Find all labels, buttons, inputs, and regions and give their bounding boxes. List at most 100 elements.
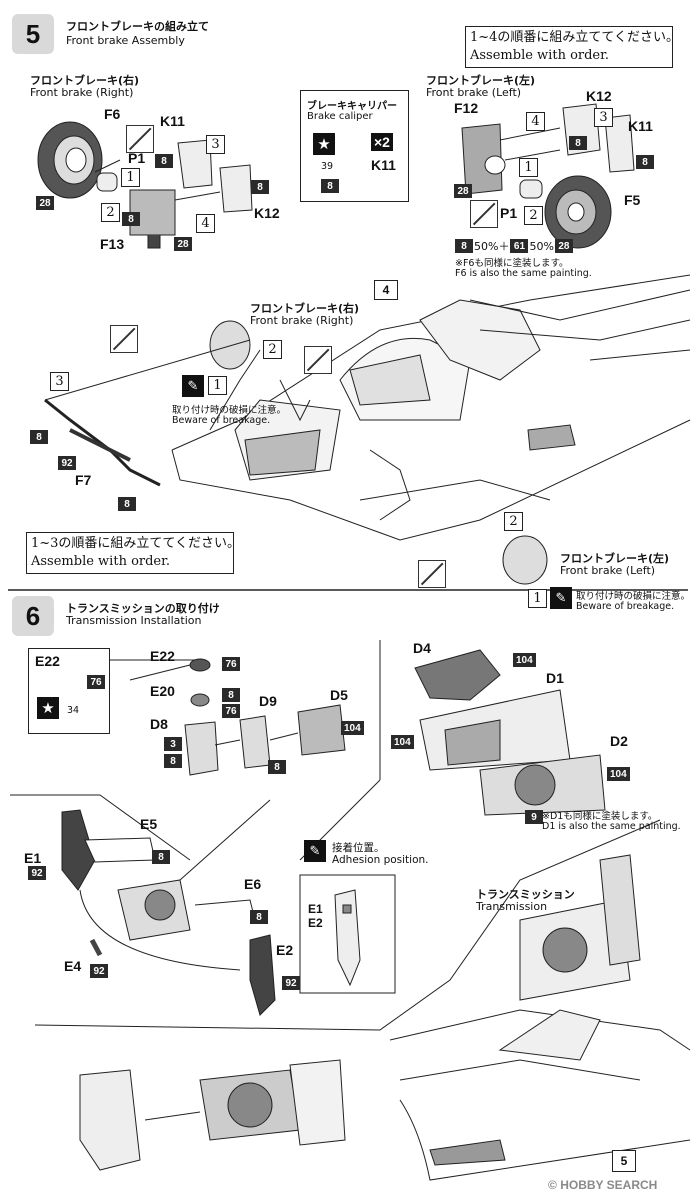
decal-34: 34 (67, 705, 80, 716)
part-d9: D9 (259, 693, 277, 709)
sequence-marker-2: 2 (524, 206, 543, 225)
paint-badge-92: 92 (28, 866, 46, 880)
part-k12-left: K12 (586, 88, 612, 104)
caliper-part: K11 (371, 157, 396, 173)
page-number-box: 5 (612, 1150, 636, 1172)
part-k12-right: K12 (254, 205, 280, 221)
part-e6: E6 (244, 876, 262, 892)
paint-mix-text: 50%＋ (474, 240, 510, 253)
part-e20: E20 (150, 683, 175, 699)
paint-badge-28: 28 (554, 239, 573, 253)
paint-badge-61: 61 (510, 239, 529, 253)
assembly-order-en: Assemble with order. (31, 554, 171, 569)
step-number-5: 5 (12, 14, 54, 54)
no-glue-icon (418, 560, 446, 588)
part-d2: D2 (610, 733, 628, 749)
sequence-marker-1: 1 (519, 158, 538, 177)
watermark-text: HOBBY SEARCH (560, 1178, 658, 1192)
assembly-order-jp: 1~3の順番に組み立ててください。 (31, 536, 241, 551)
sequence-marker-3: 3 (206, 135, 225, 154)
sequence-marker-1: 1 (121, 168, 140, 187)
paint-badge-104: 104 (513, 653, 536, 667)
paint-badge-92: 92 (58, 456, 76, 470)
paint-badge-8: 8 (251, 180, 269, 194)
step5-title-jp: フロントブレーキの組み立て (66, 20, 209, 33)
paint-mix-row: 8 50%＋ 61 50% 28 (455, 238, 573, 254)
part-p1-right: P1 (128, 150, 146, 166)
beware-note-left-en: Beware of breakage. (576, 601, 675, 612)
step5-title-en: Front brake Assembly (66, 34, 185, 47)
watermark-icon: © (548, 1178, 557, 1192)
no-glue-icon (470, 200, 498, 228)
sequence-marker-1: 1 (528, 589, 547, 608)
beware-note-en: Beware of breakage. (172, 415, 271, 426)
part-e22-detail: E22 (35, 653, 60, 669)
part-f7: F7 (75, 472, 92, 488)
transmission-label-en: Transmission (476, 900, 548, 913)
paint-badge-8: 8 (250, 910, 268, 924)
assembly-order-box: 1~3の順番に組み立ててください。 Assemble with order. (26, 532, 240, 574)
part-e22: E22 (150, 648, 175, 664)
d1-same-paint-jp: ※D1も同様に塗装します。 (542, 811, 658, 822)
sequence-marker-2: 2 (263, 340, 282, 359)
right-brake-label-en: Front brake (Right) (30, 86, 134, 99)
no-glue-icon (110, 325, 138, 353)
transmission-label-jp: トランスミッション (476, 888, 575, 901)
paint-badge-76: 76 (222, 704, 240, 718)
step-number-6: 6 (12, 596, 54, 636)
star-icon: ★ (313, 133, 335, 155)
same-paint-note-jp: ※F6も同様に塗装します。 (455, 258, 569, 269)
part-f6-right: F6 (104, 106, 121, 122)
paint-badge-76: 76 (222, 657, 240, 671)
adhesion-icon: ✎ (304, 840, 326, 862)
d1-same-paint-en: D1 is also the same painting. (542, 821, 681, 832)
paint-badge-28: 28 (174, 237, 192, 251)
paint-badge-8: 8 (455, 239, 473, 253)
paint-badge-76: 76 (87, 675, 105, 689)
part-d5: D5 (330, 687, 348, 703)
order-note-en: Assemble with order. (470, 48, 610, 63)
paint-badge-8: 8 (122, 212, 140, 226)
paint-badge-8: 8 (222, 688, 240, 702)
part-f5-left: F5 (624, 192, 641, 208)
sequence-marker-3: 3 (50, 372, 69, 391)
star-icon: ★ (37, 697, 59, 719)
paint-badge-9: 9 (525, 810, 543, 824)
left-brake-label-jp: フロントブレーキ(左) (426, 74, 536, 87)
step6-title-jp: トランスミッションの取り付け (66, 602, 220, 615)
sequence-marker-3: 3 (594, 108, 613, 127)
e22-detail-box: E22 76 ★ 34 (28, 648, 110, 734)
caliper-qty: ×2 (371, 133, 393, 151)
adhesion-e1: E1 (308, 902, 323, 916)
glue-caution-icon: ✎ (182, 375, 204, 397)
part-f12-left: F12 (454, 100, 479, 116)
assembly-left-brake-en: Front brake (Left) (560, 564, 656, 577)
paint-badge-28: 28 (36, 196, 54, 210)
part-e1: E1 (24, 850, 42, 866)
part-e4: E4 (64, 958, 82, 974)
paint-mix-text-2: 50% (529, 239, 554, 253)
same-paint-note-en: F6 is also the same painting. (455, 268, 592, 279)
paint-badge-8: 8 (155, 154, 173, 168)
step6-title-en: Transmission Installation (66, 614, 202, 627)
part-d1: D1 (546, 670, 564, 686)
part-k11-left: K11 (628, 118, 653, 134)
no-glue-icon (304, 346, 332, 374)
sequence-marker-4: 4 (526, 112, 545, 131)
paint-badge-8: 8 (30, 430, 48, 444)
watermark: © HOBBY SEARCH (548, 1178, 657, 1192)
paint-badge-8: 8 (636, 155, 654, 169)
adhesion-note-jp: 接着位置。 (332, 842, 385, 854)
paint-badge-8: 8 (152, 850, 170, 864)
part-k11-right: K11 (160, 113, 185, 129)
assembly-left-brake-jp: フロントブレーキ(左) (560, 552, 670, 565)
page-number: 5 (620, 1154, 628, 1168)
part-d8: D8 (150, 716, 168, 732)
caliper-paint-badge: 8 (321, 179, 339, 193)
beware-note-jp: 取り付け時の破損に注意。 (172, 405, 287, 416)
paint-badge-8: 8 (164, 754, 182, 768)
caliper-box: ブレーキキャリパー Brake caliper ★ ×2 K11 39 8 (300, 90, 409, 202)
step-ref-number: 4 (382, 283, 390, 297)
assembly-right-brake-jp: フロントブレーキ(右) (250, 302, 360, 315)
